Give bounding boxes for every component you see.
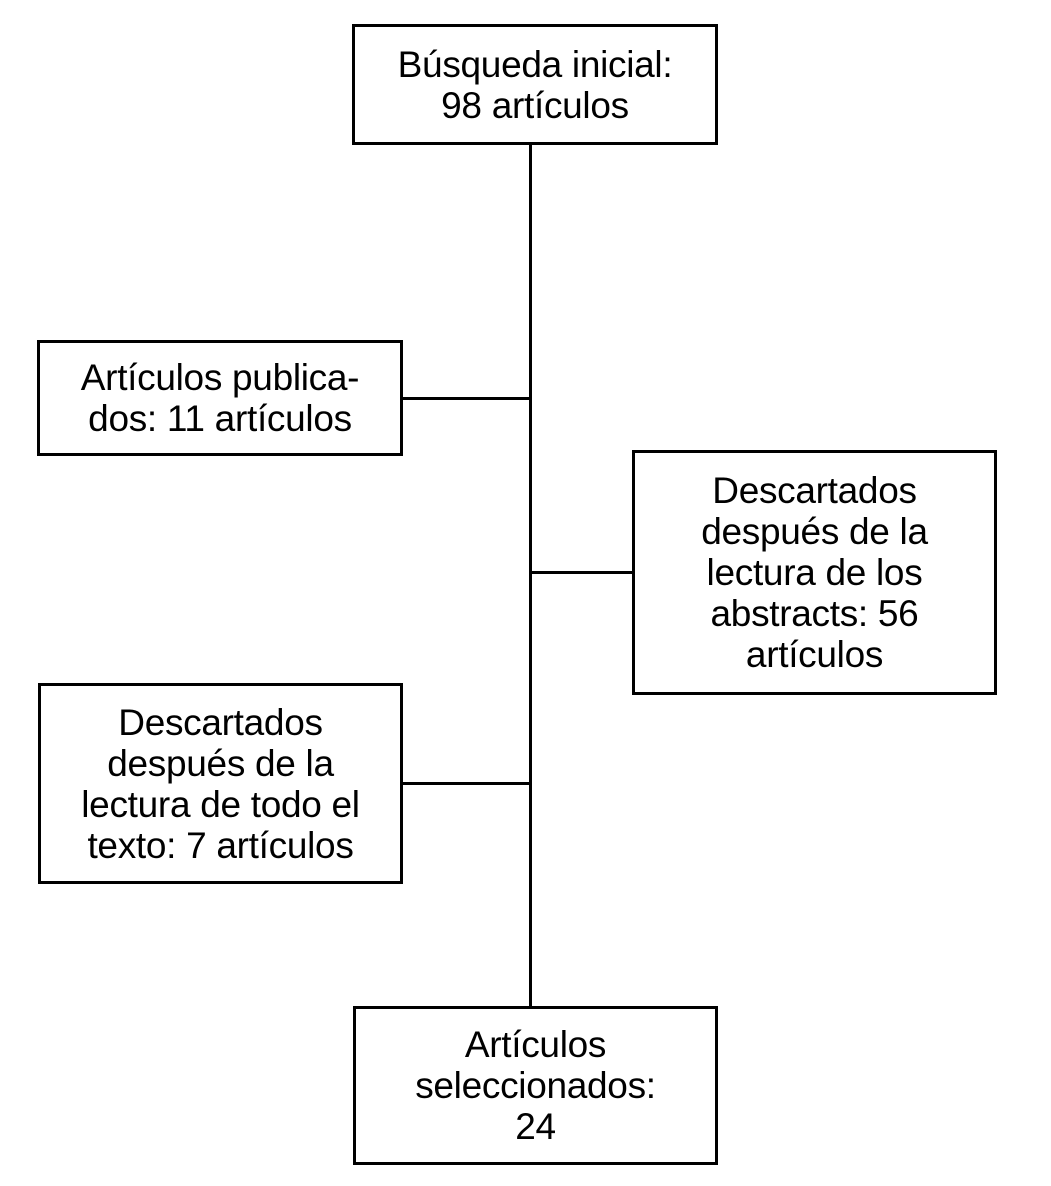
connector-vertical-spine: [529, 144, 532, 1007]
node-published-articles-label: Artículos publica- dos: 11 artículos: [80, 357, 360, 439]
node-selected-articles: Artículos seleccionados: 24: [353, 1006, 718, 1165]
node-initial-search-label: Búsqueda inicial: 98 artículos: [397, 43, 673, 126]
connector-abstracts-branch: [531, 571, 632, 574]
connector-fulltext-branch: [403, 782, 530, 785]
node-discarded-after-abstracts-label: Descartados después de la lectura de los…: [701, 470, 928, 675]
node-published-articles: Artículos publica- dos: 11 artículos: [37, 340, 403, 456]
node-discarded-after-fulltext: Descartados después de la lectura de tod…: [38, 683, 403, 884]
node-selected-articles-label: Artículos seleccionados: 24: [415, 1024, 656, 1147]
node-discarded-after-abstracts: Descartados después de la lectura de los…: [632, 450, 997, 695]
node-initial-search: Búsqueda inicial: 98 artículos: [352, 24, 718, 145]
node-discarded-after-fulltext-label: Descartados después de la lectura de tod…: [81, 701, 360, 866]
connector-published-branch: [403, 397, 530, 400]
